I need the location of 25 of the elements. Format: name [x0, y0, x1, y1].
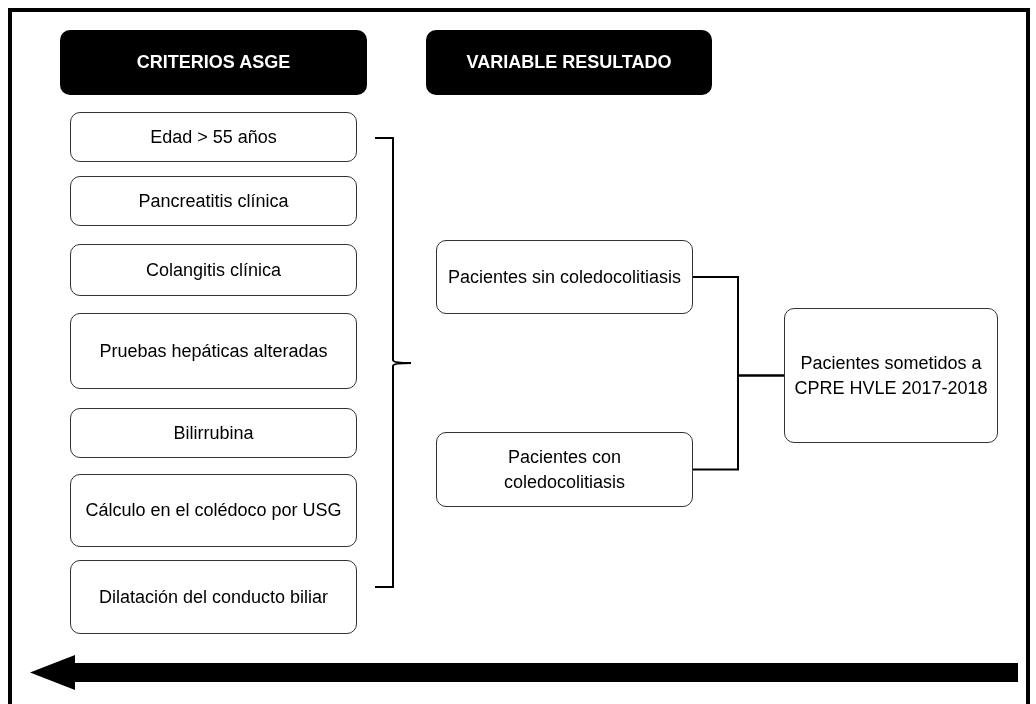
node-label: Cálculo en el colédoco por USG: [85, 499, 342, 523]
header-box: [60, 30, 367, 95]
node-label: Dilatación del conducto biliar: [98, 585, 329, 609]
node-label: CRITERIOS ASGE: [136, 51, 291, 74]
process-box: [436, 240, 693, 314]
process-box: [436, 432, 693, 507]
node-label: Pacientes sin coledocolitiasis: [447, 265, 682, 289]
process-box: [70, 408, 357, 458]
process-box: [70, 474, 357, 547]
process-box: [784, 308, 998, 443]
process-box: [70, 313, 357, 389]
node-label: Pacientes sometidos a CPRE HVLE 2017-2018: [793, 352, 989, 400]
node-label: Pruebas hepáticas alteradas: [99, 339, 328, 363]
header-box: [426, 30, 712, 95]
process-box: [70, 112, 357, 162]
connector-line: [692, 374, 785, 471]
process-box: [70, 176, 357, 226]
process-box: [70, 560, 357, 634]
node-label: Edad > 55 años: [150, 125, 277, 149]
node-label: Pancreatitis clínica: [138, 189, 289, 213]
node-label: Pacientes con coledocolitiasis: [502, 446, 627, 494]
node-label: VARIABLE RESULTADO: [466, 51, 672, 74]
node-label: Bilirrubina: [173, 421, 254, 445]
process-box: [70, 244, 357, 296]
node-label: Colangitis clínica: [145, 258, 282, 282]
